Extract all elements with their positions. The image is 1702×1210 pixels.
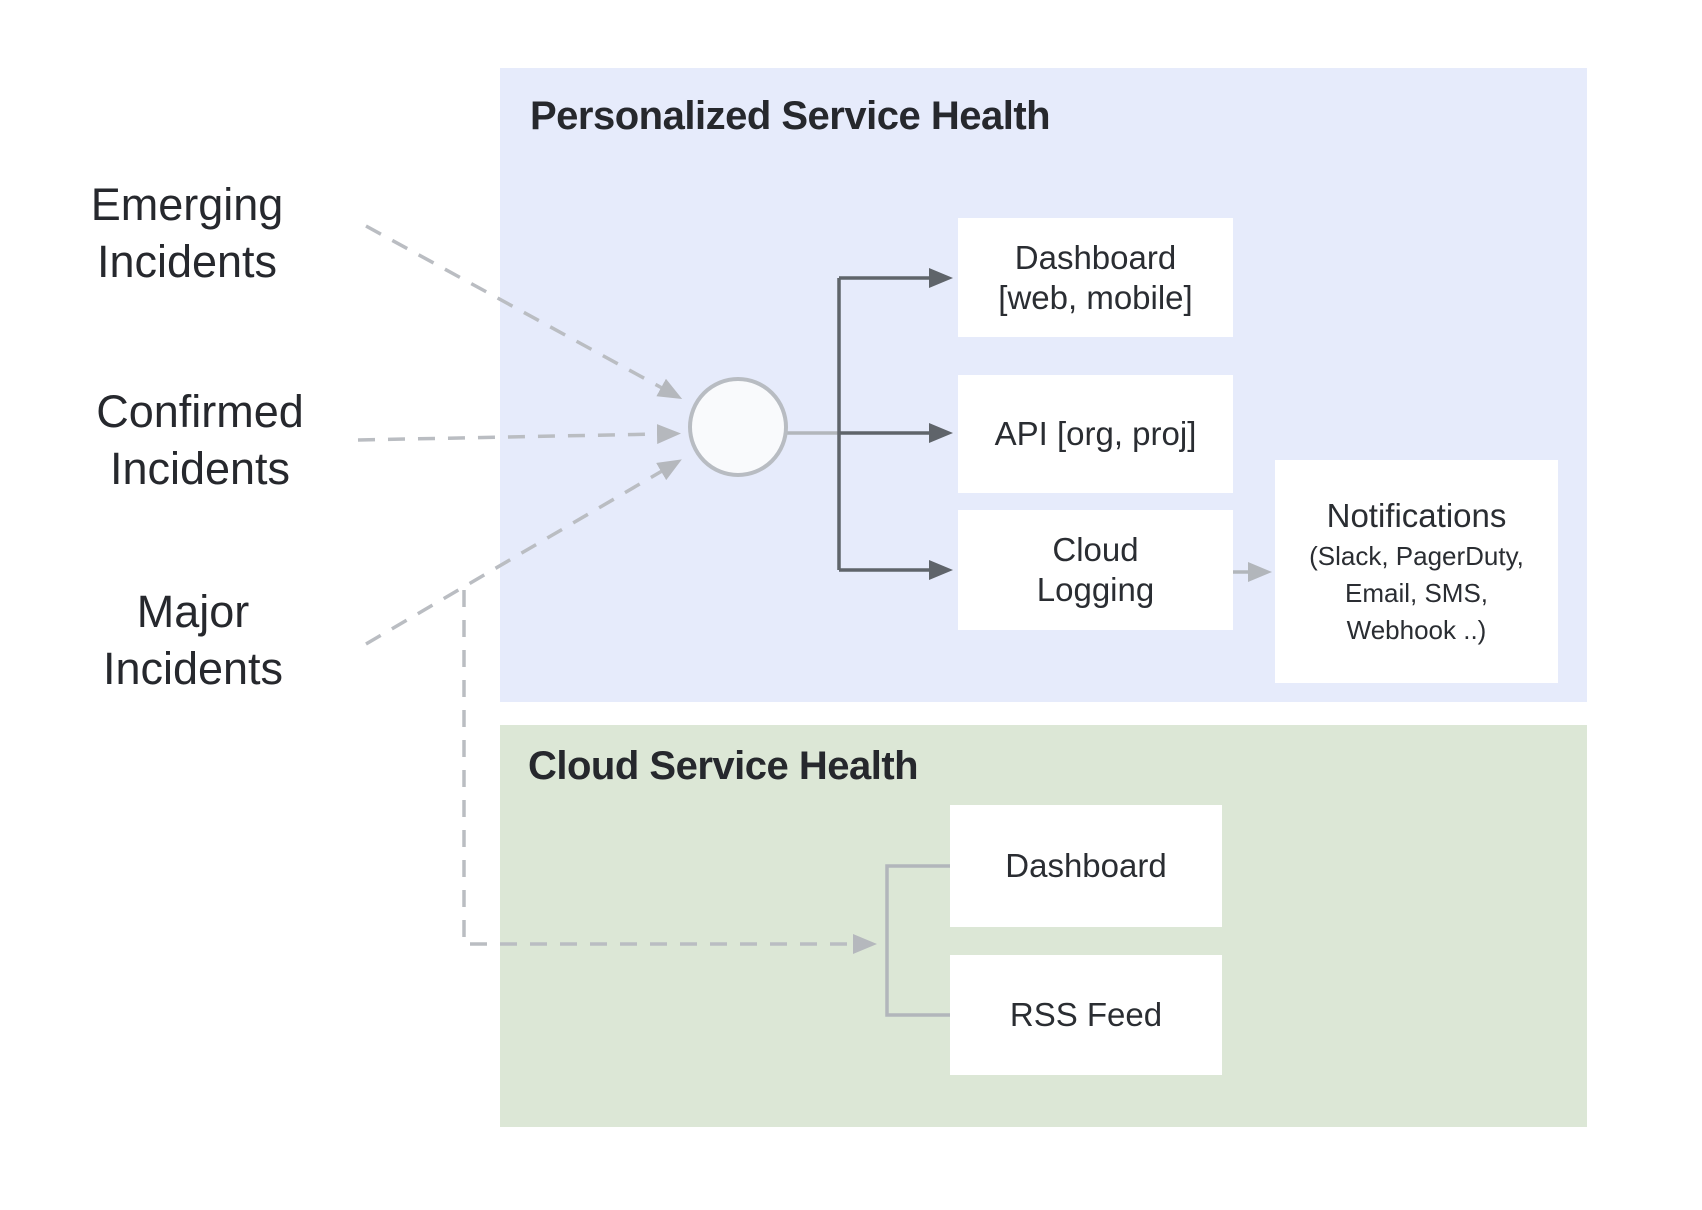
label-line: Emerging: [90, 179, 284, 230]
label-emerging-incidents: Emerging Incidents: [37, 176, 337, 290]
node-label: [web, mobile]: [998, 278, 1193, 316]
notifications-title: Notifications: [1326, 497, 1507, 534]
node-api-org-proj: API [org, proj]: [958, 375, 1233, 493]
node-label: Logging: [1036, 571, 1155, 608]
label-confirmed-incidents: Confirmed Incidents: [50, 383, 350, 497]
notifications-channels-line: Webhook ..): [1346, 615, 1487, 645]
label-line: Incidents: [109, 443, 291, 494]
label-line: Incidents: [96, 236, 278, 287]
node-label: RSS Feed: [1009, 996, 1163, 1033]
node-cloud-dashboard: Dashboard: [950, 805, 1222, 927]
node-label: API [org, proj]: [994, 415, 1197, 452]
label-line: Confirmed: [96, 386, 304, 437]
hub-circle-node: [688, 377, 788, 477]
node-label: Dashboard: [1014, 238, 1177, 276]
notifications-channels-line: (Slack, PagerDuty,: [1309, 541, 1524, 571]
node-label: Dashboard: [1005, 847, 1167, 884]
label-major-incidents: Major Incidents: [43, 583, 343, 697]
node-cloud-logging: Cloud Logging: [958, 510, 1233, 630]
notifications-channels-line: Email, SMS,: [1344, 578, 1489, 608]
node-rss-feed: RSS Feed: [950, 955, 1222, 1075]
label-line: Incidents: [102, 643, 284, 694]
personalized-panel-title: Personalized Service Health: [530, 94, 1051, 138]
cloud-panel-title: Cloud Service Health: [528, 744, 919, 788]
node-notifications: Notifications (Slack, PagerDuty, Email, …: [1275, 460, 1558, 683]
label-line: Major: [136, 586, 250, 637]
node-label: Cloud: [1052, 531, 1139, 568]
node-dashboard-web-mobile: Dashboard [web, mobile]: [958, 218, 1233, 337]
